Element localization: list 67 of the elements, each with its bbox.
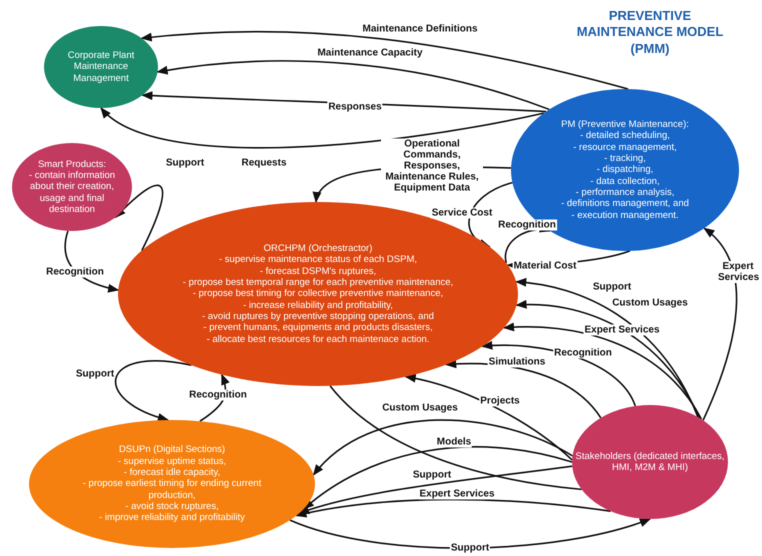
node-text: - dispatching,	[596, 164, 654, 176]
node-heading: Smart Products:	[38, 158, 106, 170]
diagram-title: PREVENTIVE MAINTENANCE MODEL (PMM)	[576, 8, 724, 57]
node-heading: ORCHPM (Orchestractor)	[264, 242, 372, 254]
arrow	[295, 498, 611, 518]
node-text: - prevent humans, equipments and products disasters,	[203, 322, 433, 334]
edge-label: Expert Services	[583, 324, 661, 336]
arrow	[156, 60, 550, 110]
edge-label: Recognition	[553, 348, 613, 358]
arrow	[312, 419, 573, 476]
arrow	[140, 30, 628, 90]
node-text: - avoid stock ruptures,	[125, 501, 219, 512]
node-text: - allocate best resources for each maintenace action.	[206, 334, 430, 346]
node-text: - forecast DSPM's ruptures,	[260, 266, 376, 277]
node-text: - data collection,	[590, 176, 660, 188]
edge-label: Support	[592, 282, 632, 292]
node-heading: PM (Preventive Maintenance):	[561, 118, 689, 130]
edge-label: Recognition	[188, 390, 248, 400]
node-text: - propose best temporal range for each preventive maintenance,	[182, 276, 454, 288]
node-text: - propose earliest timing for ending current production,	[82, 478, 262, 502]
edge-label: Requests	[240, 158, 288, 168]
node-text: - resource management,	[573, 142, 677, 153]
node-text: - tracking,	[604, 152, 646, 164]
edge-label: Material Cost	[512, 260, 578, 272]
node-text: - definitions management, and	[561, 198, 689, 210]
node-text: - forecast idle capacity,	[124, 466, 220, 478]
edge-label: Support	[74, 368, 116, 380]
arrow	[114, 184, 164, 251]
arrow	[100, 107, 544, 148]
node-text: - detailed scheduling,	[580, 130, 670, 142]
node-text: - propose best timing for collective preventive maintenance,	[192, 288, 444, 300]
edge-label: Maintenance Definitions	[362, 24, 478, 34]
edge-label: Custom Usages	[381, 402, 459, 414]
node-text: - supervise maintenance status of each DSPM,	[218, 254, 417, 266]
edge-label: Support	[450, 542, 490, 554]
arrow	[115, 360, 192, 422]
edge-label: Maintenance Capacity	[316, 48, 424, 58]
node-text: - improve reliability and profitability	[99, 512, 245, 524]
edge-label: Responses	[327, 102, 383, 112]
edge-label: Operational Commands, Responses, Maintenance Rules, Equipment Data	[381, 138, 483, 194]
arrow	[515, 300, 700, 418]
node-text: - supervise uptime status,	[118, 456, 226, 467]
edge-label: Simulations	[488, 356, 546, 368]
edge-label: Recognition	[45, 266, 105, 278]
edge-label: Projects	[479, 396, 521, 406]
edge-label: Custom Usages	[611, 298, 689, 308]
arrow	[702, 228, 738, 421]
node-text: Corporate Plant Maintenance Management	[66, 50, 136, 84]
edge-label: Support	[412, 470, 452, 480]
connector-line	[330, 385, 582, 490]
arrow	[404, 374, 573, 461]
node-heading: DSUPn (Digital Sections)	[118, 444, 226, 456]
edge-label: Support	[164, 158, 206, 168]
node-text: - execution management.	[571, 210, 679, 222]
node-text: - performance analysis,	[576, 187, 674, 198]
node-text: - increase reliability and profitability,	[243, 300, 393, 312]
edge-label: Expert Services	[717, 261, 759, 283]
node-text: - contain information about their creation, usage and final destination	[28, 170, 116, 216]
arrow	[290, 518, 652, 549]
edge-label: Service Cost	[430, 208, 494, 218]
edge-label: Expert Services	[418, 488, 496, 500]
node-text: Stakeholders (dedicated interfaces, HMI, M2M & MHI)	[575, 450, 725, 474]
edge-label: Recognition	[497, 220, 557, 230]
edge-label: Models	[436, 436, 472, 448]
arrow	[502, 322, 702, 420]
node-text: - avoid ruptures by preventive stopping operations, and	[202, 311, 434, 322]
arrow	[515, 278, 699, 418]
